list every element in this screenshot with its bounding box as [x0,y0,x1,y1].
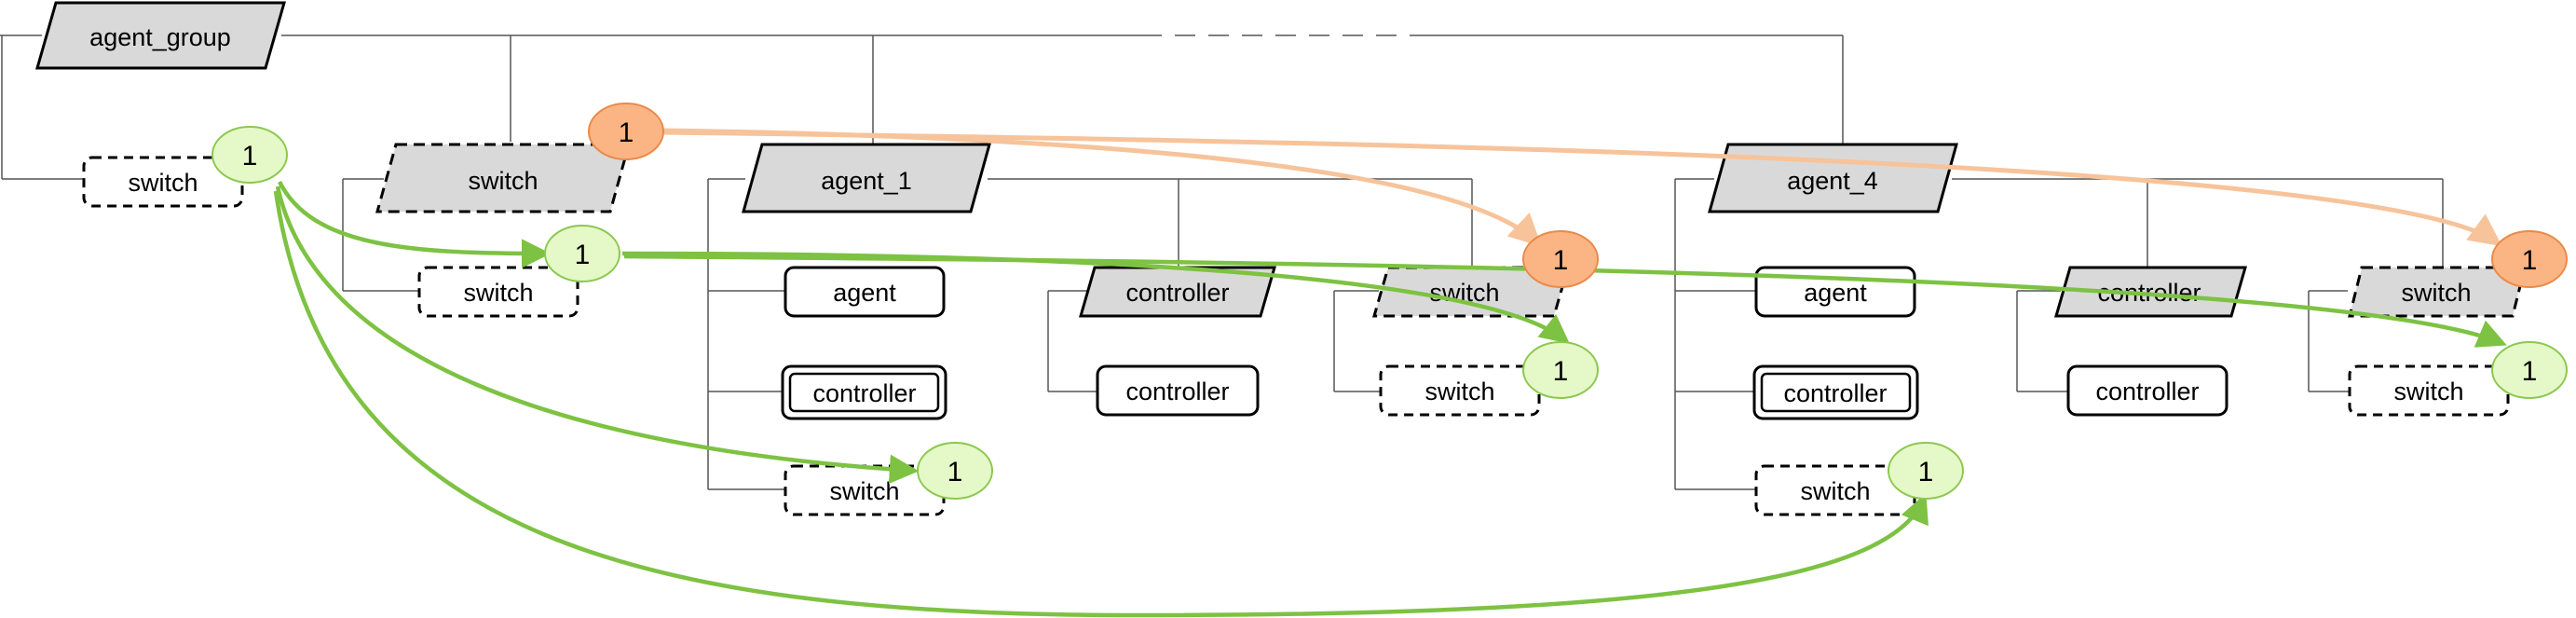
node-label: controller [1125,378,1229,405]
badge-label: 1 [575,240,591,270]
node-label: switch [463,279,533,307]
node-a1-controller-child[interactable]: controller [1096,364,1260,417]
node-label: switch [1800,477,1870,505]
badge-orange-s1[interactable]: 1 [588,103,664,160]
node-label: switch [128,169,198,197]
green-arrows [273,180,2507,618]
node-a4-controller[interactable]: controller [1752,364,1919,420]
badge-green-a4-switch[interactable]: 1 [1888,442,1964,500]
node-a4-switch[interactable]: switch [1754,464,1916,516]
node-a1-switch-child[interactable]: switch [1379,364,1541,417]
node-agent-group[interactable]: agent_group [35,1,286,70]
node-label: agent [833,279,896,307]
green-arrow [275,185,920,485]
tree-connectors [0,34,2444,490]
node-s1-switch[interactable]: switch [375,143,631,213]
node-label: controller [1783,379,1887,407]
node-label: controller [2095,378,2199,405]
node-label: agent [1804,279,1867,307]
node-a1-controller[interactable]: controller [781,364,947,420]
node-a4-switch-child[interactable]: switch [2348,364,2510,417]
green-arrow [273,190,1929,618]
node-agent-4[interactable]: agent_4 [1708,143,1958,213]
badge-label: 1 [619,117,634,148]
badge-green-g[interactable]: 1 [211,126,288,184]
node-label: switch [1424,378,1494,405]
badge-label: 1 [947,457,963,488]
green-arrow [621,251,1570,344]
node-g-switch[interactable]: switch [82,156,244,208]
badge-label: 1 [1918,457,1934,488]
badge-label: 1 [1553,356,1569,387]
node-a1-agent[interactable]: agent [784,266,946,318]
badge-label: 1 [242,141,258,172]
badge-label: 1 [2522,245,2538,276]
green-arrow [277,180,552,268]
green-arrow [623,254,2507,348]
node-label: switch [2393,378,2463,405]
node-label: agent_4 [1787,167,1878,195]
badge-label: 1 [1553,245,1569,276]
badge-green-a1-switch[interactable]: 1 [917,442,993,500]
node-a4-controller-child[interactable]: controller [2066,364,2228,417]
node-agent-1[interactable]: agent_1 [742,143,991,213]
orange-arrow [662,130,2502,247]
badge-orange-a1-switch-group[interactable]: 1 [1522,230,1599,288]
badge-green-a4-switch-child[interactable]: 1 [2491,341,2568,399]
badge-green-s1-child[interactable]: 1 [544,225,620,282]
node-label: switch [468,167,538,195]
badge-orange-a4-switch-group[interactable]: 1 [2491,230,2568,288]
node-label: controller [1125,279,1229,307]
orange-arrows [661,128,2502,247]
node-label: agent_group [89,23,231,51]
node-label: agent_1 [821,167,912,195]
node-a4-switch-group[interactable]: switch [2348,266,2527,318]
node-label: switch [2401,279,2471,307]
node-a1-controller-group[interactable]: controller [1079,266,1276,318]
badge-label: 1 [2522,356,2538,387]
node-label: controller [812,379,916,407]
badge-green-a1-switch-child[interactable]: 1 [1522,341,1599,399]
node-s1-child-switch[interactable]: switch [417,266,579,318]
node-label: switch [829,477,899,505]
